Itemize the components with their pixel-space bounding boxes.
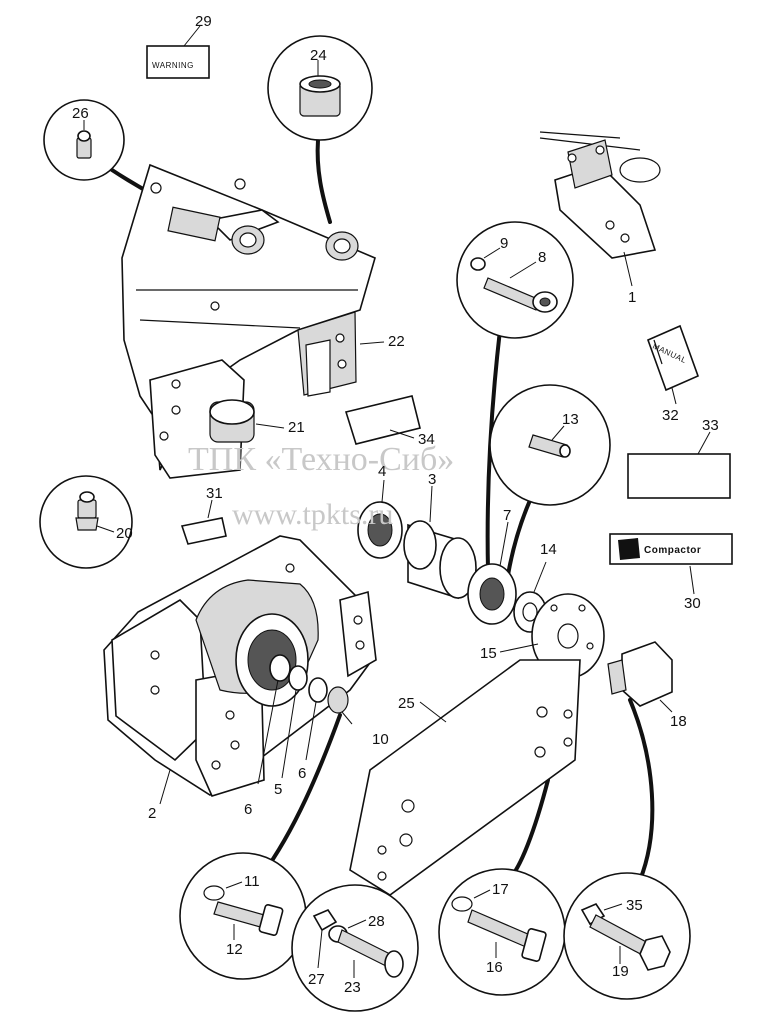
- part-number: 33: [702, 417, 719, 434]
- part-number: 13: [562, 411, 579, 428]
- part-number: 14: [540, 541, 557, 558]
- part-number: 20: [116, 525, 133, 542]
- assembly-1: [539, 131, 661, 287]
- side-plate-25: [349, 659, 581, 896]
- detail-circle-grease-nipple-20: [39, 475, 133, 569]
- part-number: 17: [492, 881, 509, 898]
- part-number: 24: [310, 47, 327, 64]
- watermark-line-1: ТПК «Техно-Сиб»: [188, 441, 454, 478]
- part-number: 25: [398, 695, 415, 712]
- part-number: 30: [684, 595, 701, 612]
- part-number: 15: [480, 645, 497, 662]
- part-number: 34: [418, 431, 435, 448]
- bearing-4: [357, 479, 403, 559]
- part-number: 9: [500, 235, 508, 252]
- part-number: 31: [206, 485, 223, 502]
- block-18: [607, 641, 673, 713]
- part-number: 2: [148, 805, 156, 822]
- detail-circle-bolt-23: [291, 884, 419, 1012]
- bearing-7: [467, 521, 517, 625]
- washers-5-6-10: [257, 654, 353, 785]
- detail-circle-grease-nipple-26: [43, 99, 125, 181]
- watermark-line-2: www.tpkts.ru: [232, 498, 393, 531]
- detail-circle-bolt-8: [456, 221, 574, 339]
- part-number: 1: [628, 289, 636, 306]
- part-number: 12: [226, 941, 243, 958]
- part-number: 27: [308, 971, 325, 988]
- brand-decal-text: Compactor: [644, 545, 701, 556]
- part-number: 23: [344, 979, 361, 996]
- roller-3: [403, 485, 477, 600]
- part-number: 8: [538, 249, 546, 266]
- part-number: 35: [626, 897, 643, 914]
- part-number-labels: 29 24 26 9 8 1 22 32 21 34 13 33 4 3 31 …: [72, 13, 719, 996]
- leader-lines: [255, 60, 385, 429]
- part-number: 18: [670, 713, 687, 730]
- part-number: 16: [486, 959, 503, 976]
- part-number: 6: [244, 801, 252, 818]
- detail-circle-bush-24: [267, 35, 373, 141]
- detail-circle-bolt-16: [438, 868, 566, 996]
- warning-decal-29: [146, 25, 210, 79]
- part-number: 11: [244, 873, 260, 890]
- part-number: 22: [388, 333, 405, 350]
- part-number: 6: [298, 765, 306, 782]
- upper-frame-22: [121, 163, 376, 479]
- decal-34: [344, 395, 421, 445]
- detail-circle-bolt-12: [179, 852, 307, 980]
- drum-frame-2: [103, 535, 377, 805]
- plate-33: [627, 431, 731, 499]
- part-number: 26: [72, 105, 89, 122]
- detail-circle-bolt-19: [563, 872, 691, 1000]
- part-number: 5: [274, 781, 282, 798]
- part-number: 28: [368, 913, 385, 930]
- tab-31: [180, 499, 227, 545]
- brand-decal-30: [609, 533, 733, 595]
- manual-book-32: [646, 324, 700, 405]
- part-number: 10: [372, 731, 389, 748]
- part-number: 4: [378, 463, 386, 480]
- part-number: 21: [288, 419, 305, 436]
- part-number: 32: [662, 407, 679, 424]
- part-number: 19: [612, 963, 629, 980]
- warning-decal-text: WARNING: [152, 61, 194, 70]
- detail-circle-pin-13: [489, 384, 611, 506]
- part-number: 7: [503, 507, 511, 524]
- part-number: 29: [195, 13, 212, 30]
- part-number: 3: [428, 471, 436, 488]
